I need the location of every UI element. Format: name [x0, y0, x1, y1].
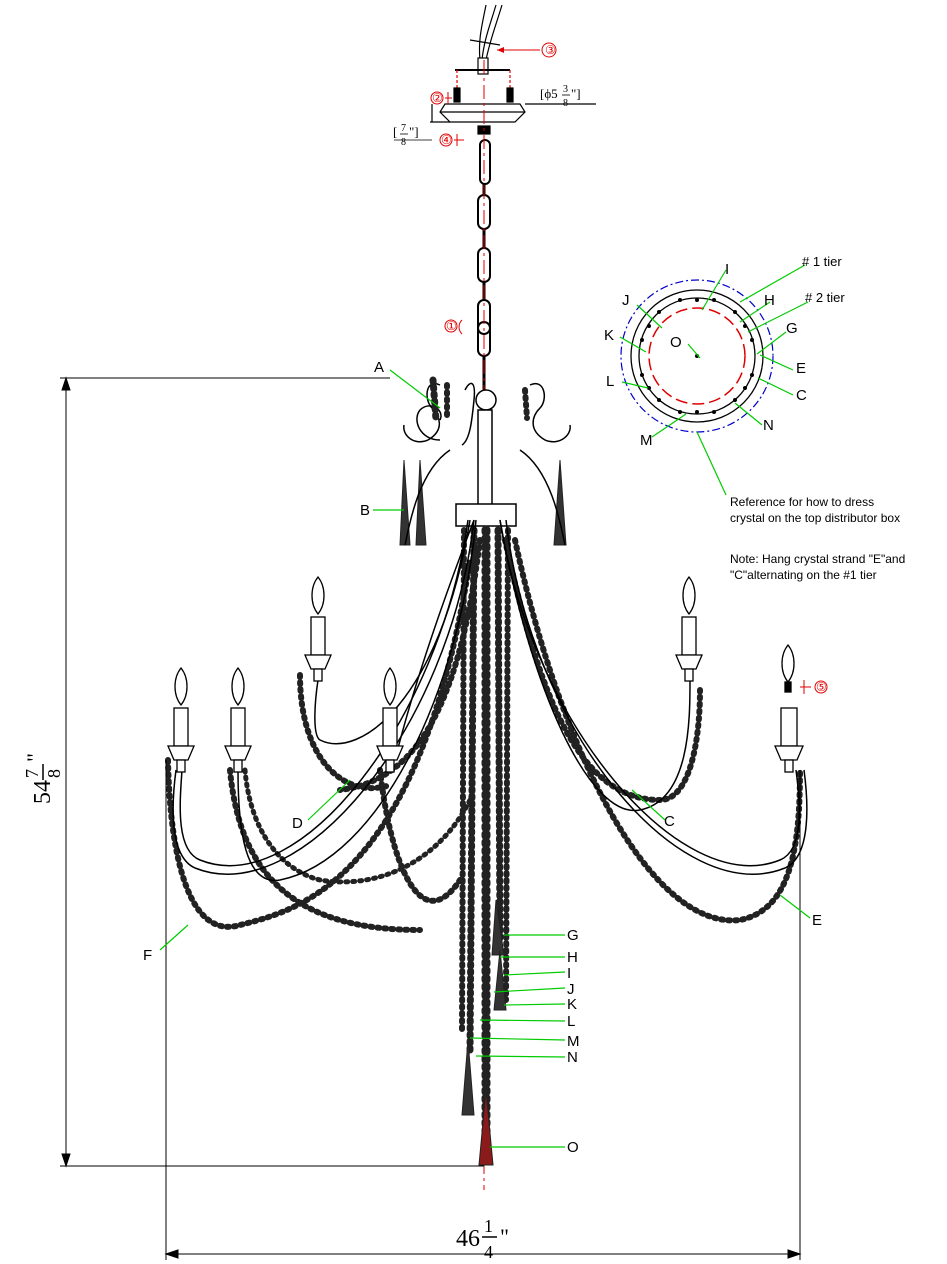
candle-left-outer — [167, 666, 195, 773]
tier-label-l: L — [606, 373, 614, 390]
tier-label-g: G — [786, 320, 798, 337]
callout-five: ⑤ — [816, 680, 827, 694]
reference-note: Reference for how to dress crystal on th… — [730, 494, 900, 526]
canopy-diameter-num: 3 — [563, 84, 568, 95]
label-d: D — [292, 815, 303, 832]
callout-two: ② — [432, 91, 443, 105]
part-leaders — [159, 369, 811, 1148]
tier2-ring — [648, 307, 746, 405]
tier2-label: # 2 tier — [805, 290, 845, 305]
callout-one: ① — [446, 319, 457, 333]
label-m: M — [567, 1033, 580, 1050]
candle-holders — [167, 575, 804, 773]
hanging-note: Note: Hang crystal strand "E"and "C"alte… — [730, 551, 905, 583]
label-n: N — [567, 1049, 578, 1066]
reference-line-2: crystal on the top distributor box — [730, 511, 901, 525]
label-h: H — [567, 949, 578, 966]
canopy-diameter-label: [ϕ5 — [540, 86, 558, 101]
label-f: F — [143, 947, 152, 964]
label-k: K — [567, 996, 577, 1013]
callout-markers: ③ ② ④ ① ⑤ — [430, 42, 828, 694]
candle-upper-right — [675, 575, 703, 682]
candle-left-inner — [224, 666, 252, 773]
label-g: G — [567, 927, 579, 944]
width-whole: 46 — [456, 1226, 480, 1252]
reference-line-1: Reference for how to dress — [730, 495, 875, 509]
label-j: J — [567, 981, 575, 998]
tier-label-o: O — [670, 334, 682, 351]
tier-label-i: I — [725, 261, 729, 278]
width-unit: " — [500, 1224, 509, 1249]
canopy-diameter-end: "] — [571, 86, 581, 101]
tier-leaders — [619, 264, 809, 496]
height-num: 7 — [22, 769, 42, 778]
note-line-1: Note: Hang crystal strand "E"and — [730, 552, 906, 566]
height-den: 8 — [44, 769, 64, 778]
tier1-label: # 1 tier — [802, 254, 842, 269]
tier-label-m: M — [640, 432, 653, 449]
label-a: A — [374, 359, 384, 376]
canopy-dimensions: [ϕ5 3 8 "] [ 7 8 "] — [393, 84, 581, 148]
height-dimension-label: 54 7 8 " — [22, 753, 64, 804]
width-dimension-label: 46 1 4 " — [456, 1216, 509, 1262]
callout-four: ④ — [441, 133, 452, 147]
label-i: I — [567, 965, 571, 982]
height-unit: " — [22, 753, 47, 762]
tier-label-c: C — [796, 387, 807, 404]
width-num: 1 — [484, 1216, 493, 1236]
crystal-strands — [165, 376, 803, 1166]
label-b: B — [360, 502, 370, 519]
label-c: C — [664, 813, 675, 830]
tier-label-n: N — [763, 417, 774, 434]
canopy-assembly — [430, 4, 596, 135]
distributor-box — [403, 382, 571, 527]
callout-three: ③ — [545, 43, 556, 57]
label-o: O — [567, 1139, 579, 1156]
tier-hook-dots — [640, 298, 754, 414]
width-den: 4 — [484, 1242, 493, 1262]
part-labels: A B C D E F G H I J K L M N O — [143, 359, 822, 1156]
tier-reference-diagram: # 1 tier # 2 tier I H J G K O E L C M N — [604, 254, 845, 496]
candle-upper-left — [304, 575, 332, 682]
candle-right-outer — [774, 643, 804, 773]
tier-label-j: J — [622, 292, 630, 309]
candle-center-left — [376, 666, 404, 773]
note-line-2: "C"alternating on the #1 tier — [730, 568, 877, 582]
label-e: E — [812, 912, 822, 929]
canopy-height-close: "] — [409, 124, 419, 139]
label-l: L — [567, 1013, 575, 1030]
tier-label-h: H — [764, 292, 775, 309]
canopy-diameter-den: 8 — [563, 98, 568, 109]
overall-dimensions — [60, 376, 802, 1260]
canopy-height-den: 8 — [401, 137, 406, 148]
tier-label-e: E — [796, 360, 806, 377]
height-whole: 54 — [30, 780, 56, 804]
tier-label-k: K — [604, 327, 614, 344]
canopy-height-num: 7 — [401, 123, 406, 134]
canopy-height-open: [ — [393, 124, 397, 139]
